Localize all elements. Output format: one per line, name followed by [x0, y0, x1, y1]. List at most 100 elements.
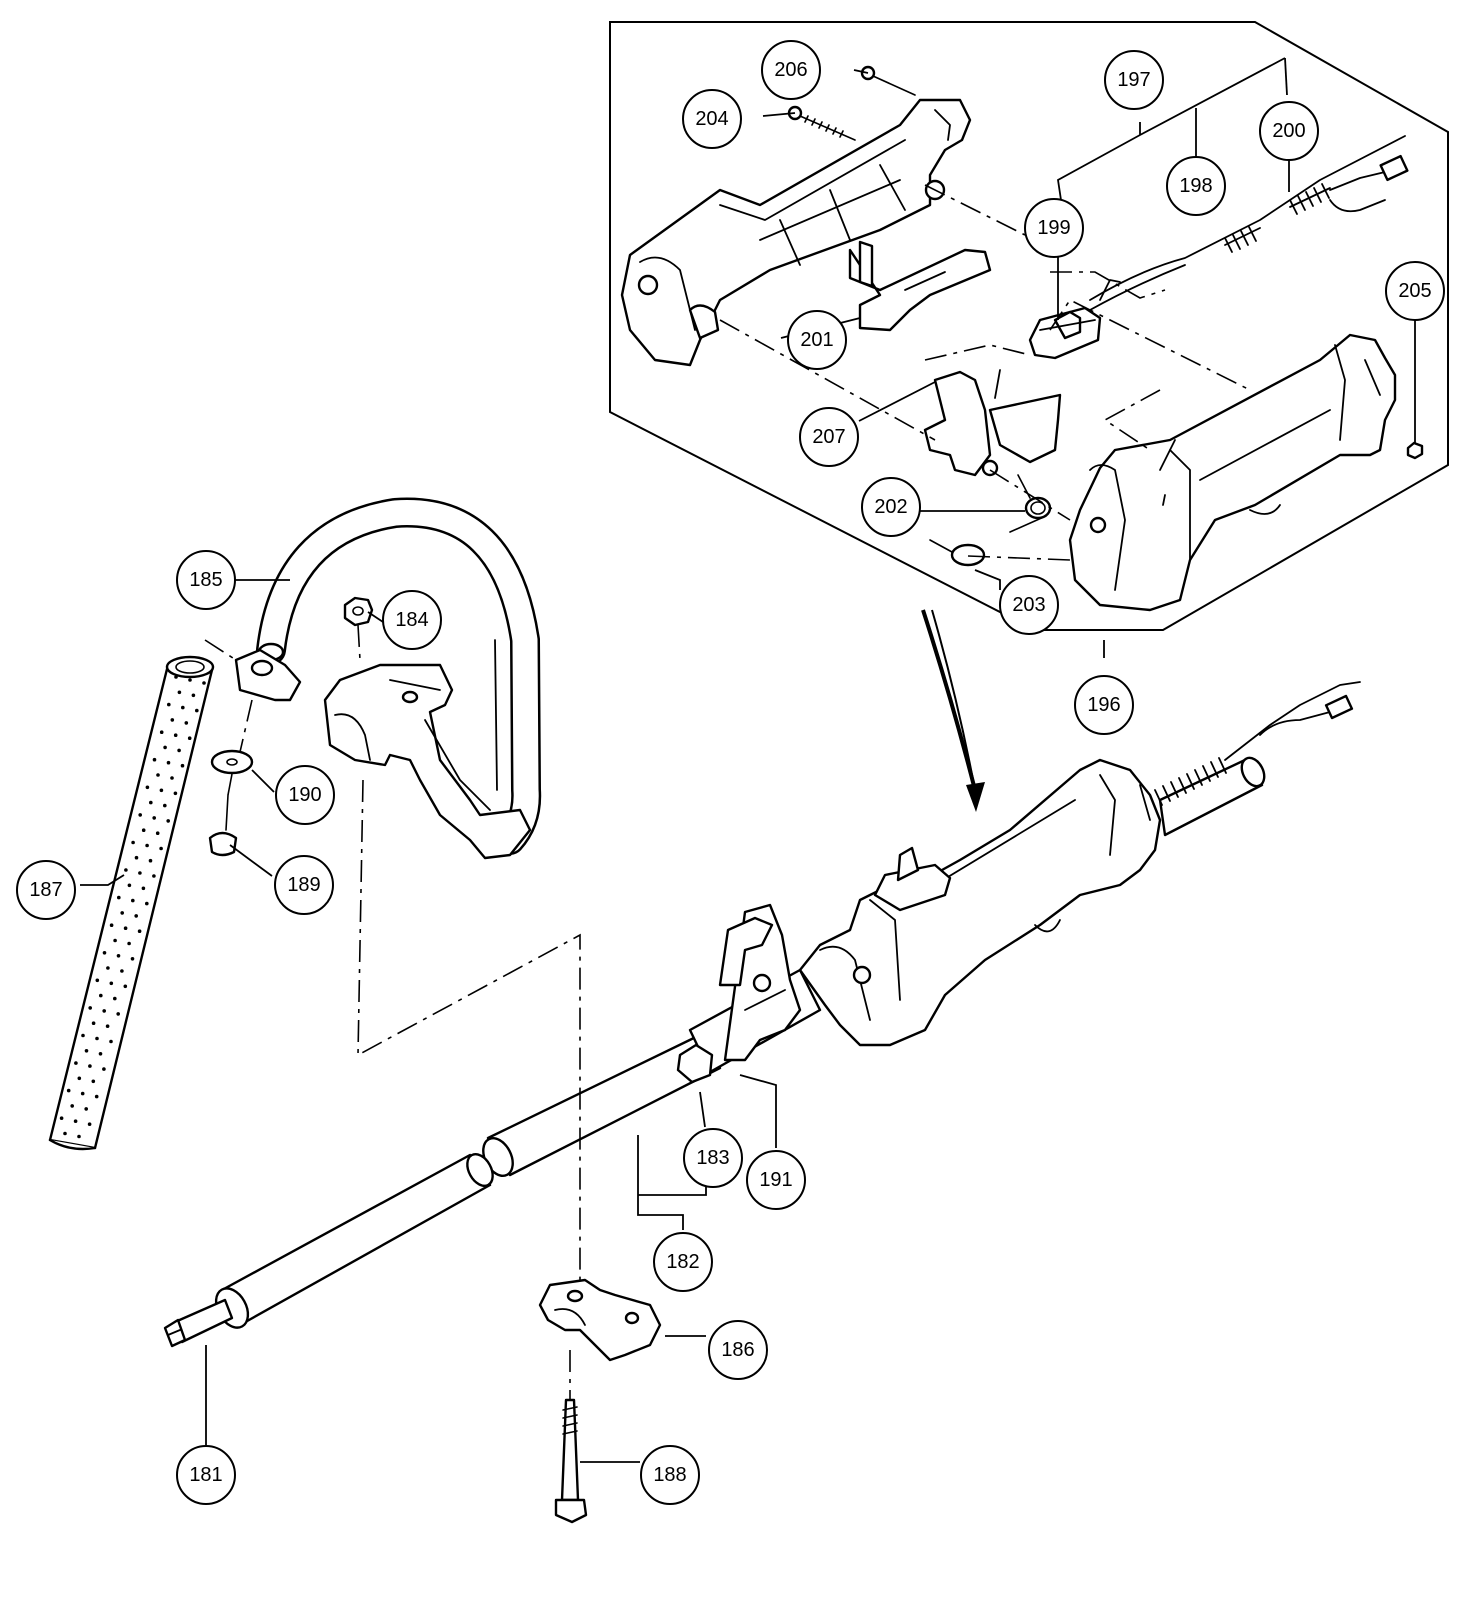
- callout-196: 196: [1074, 675, 1134, 735]
- grip-dot: [109, 981, 114, 986]
- grip-dot: [106, 966, 110, 970]
- grip-dot: [173, 791, 178, 796]
- grip-dot: [141, 828, 146, 832]
- grip-dot: [95, 978, 100, 983]
- assembly-arrow: [921, 609, 985, 812]
- grip-dot: [116, 1012, 120, 1016]
- callout-label-190: 190: [288, 784, 321, 806]
- shaft-clamp: [676, 903, 822, 1084]
- callout-205: 205: [1385, 261, 1445, 321]
- bolt-188: [554, 1398, 588, 1524]
- grip-dot: [87, 1122, 92, 1126]
- grip-dot: [170, 776, 174, 780]
- grip-dot: [74, 1061, 78, 1065]
- grip-dot: [124, 868, 128, 872]
- grip-sleeve: [48, 655, 215, 1151]
- grip-dot: [159, 730, 164, 734]
- callout-182: 182: [653, 1232, 713, 1292]
- screw-204: [787, 105, 856, 141]
- grip-dot: [127, 941, 131, 946]
- grip-dot: [180, 763, 185, 768]
- callout-label-185: 185: [189, 569, 222, 591]
- grip-dot: [148, 858, 153, 863]
- drive-shaft-tube: [163, 1033, 722, 1348]
- grip-dot: [123, 926, 128, 930]
- callout-label-188: 188: [653, 1464, 686, 1486]
- callout-202: 202: [861, 477, 921, 537]
- grip-dot: [109, 923, 114, 927]
- screw-206: [860, 65, 916, 96]
- grip-dot: [99, 993, 103, 998]
- trigger-lever: [848, 240, 992, 332]
- grip-dot: [177, 690, 182, 695]
- callout-label-202: 202: [874, 496, 907, 518]
- grip-dot: [113, 938, 117, 943]
- callout-label-186: 186: [721, 1339, 754, 1361]
- grip-dot: [145, 785, 150, 790]
- grip-dot: [84, 1107, 88, 1111]
- handle-bracket: [323, 663, 532, 860]
- callout-189: 189: [274, 855, 334, 915]
- callout-label-198: 198: [1179, 175, 1212, 197]
- callout-199: 199: [1024, 198, 1084, 258]
- grip-dot: [88, 1006, 92, 1010]
- callout-label-205: 205: [1398, 280, 1431, 302]
- callout-201: 201: [787, 310, 847, 370]
- callout-187: 187: [16, 860, 76, 920]
- grip-dot: [145, 843, 149, 848]
- callout-184: 184: [382, 590, 442, 650]
- grip-dot: [163, 803, 167, 808]
- callout-198: 198: [1166, 156, 1226, 216]
- callout-191: 191: [746, 1150, 806, 1210]
- grip-dot: [134, 914, 138, 918]
- grip-dot: [138, 871, 142, 875]
- grip-dot: [195, 708, 199, 713]
- callout-181: 181: [176, 1445, 236, 1505]
- grip-dot: [70, 1104, 74, 1108]
- callout-label-191: 191: [759, 1169, 792, 1191]
- callout-label-204: 204: [695, 108, 728, 130]
- callout-204: 204: [682, 89, 742, 149]
- grip-dot: [130, 957, 135, 961]
- grip-dot: [63, 1131, 67, 1136]
- callout-185: 185: [176, 550, 236, 610]
- right-housing-half: [1068, 333, 1397, 612]
- callout-label-207: 207: [812, 426, 845, 448]
- callout-label-183: 183: [696, 1147, 729, 1169]
- half-clamp: [538, 1278, 662, 1362]
- main-housing-assembled: [798, 681, 1361, 1047]
- grip-dot: [73, 1119, 78, 1123]
- grip-dot: [91, 1079, 96, 1084]
- callout-183: 183: [683, 1128, 743, 1188]
- grip-dot: [102, 1067, 106, 1071]
- callout-label-184: 184: [395, 609, 428, 631]
- grip-dot: [188, 678, 192, 682]
- grip-dot: [155, 831, 160, 835]
- grip-dot: [141, 886, 146, 891]
- callout-188: 188: [640, 1445, 700, 1505]
- callout-label-196: 196: [1087, 694, 1120, 716]
- grip-dot: [105, 1024, 110, 1028]
- callout-203: 203: [999, 575, 1059, 635]
- grip-dot: [152, 874, 156, 878]
- callout-label-197: 197: [1117, 69, 1150, 91]
- throttle-trigger: [923, 369, 1062, 477]
- inset-frame: [609, 21, 1449, 631]
- callout-197: 197: [1104, 50, 1164, 110]
- grip-dot: [159, 788, 164, 793]
- callout-label-199: 199: [1037, 217, 1070, 239]
- grip-dot: [152, 816, 156, 820]
- callout-label-200: 200: [1272, 120, 1305, 142]
- grip-dot: [137, 929, 142, 933]
- grip-dot: [80, 1091, 85, 1096]
- grip-dot: [116, 954, 121, 958]
- grip-dot: [84, 1049, 89, 1053]
- grip-dot: [117, 895, 121, 900]
- grip-dot: [134, 855, 139, 860]
- screw-189: [208, 794, 238, 857]
- throttle-cable-inset: [1089, 135, 1409, 311]
- grip-dot: [91, 1021, 96, 1025]
- torsion-spring: [1009, 474, 1052, 533]
